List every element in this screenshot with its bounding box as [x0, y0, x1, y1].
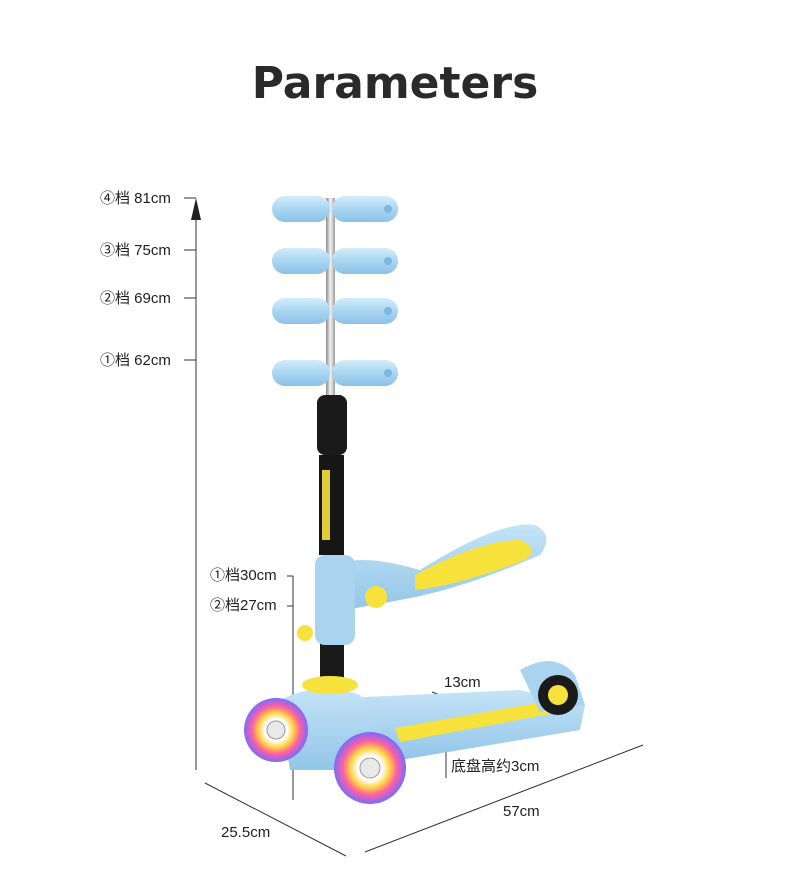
width-label: 25.5cm [221, 824, 271, 841]
footboard-width-label: 13cm [444, 674, 481, 691]
length-label: 57cm [503, 803, 540, 820]
ground-clearance-label: 底盘高约3cm [451, 758, 540, 775]
handle-height-4: ④档 81cm [100, 190, 171, 207]
handle-height-2: ②档 69cm [100, 290, 171, 307]
left-front-wheel [244, 698, 308, 762]
seat [297, 524, 547, 645]
height-axis [184, 197, 201, 770]
steering-column [317, 395, 347, 695]
seat-height-1: ①档30cm [210, 567, 277, 584]
handle-height-3: ③档 75cm [100, 242, 171, 259]
page-title: Parameters [251, 58, 539, 109]
seat-height-2: ②档27cm [210, 597, 277, 614]
right-front-wheel [334, 732, 406, 804]
handle-height-1: ①档 62cm [100, 352, 171, 369]
handlebar-positions [272, 196, 398, 386]
width-dimension-line [204, 782, 347, 857]
length-dimension-line [364, 744, 644, 853]
handle-pole [326, 198, 335, 398]
